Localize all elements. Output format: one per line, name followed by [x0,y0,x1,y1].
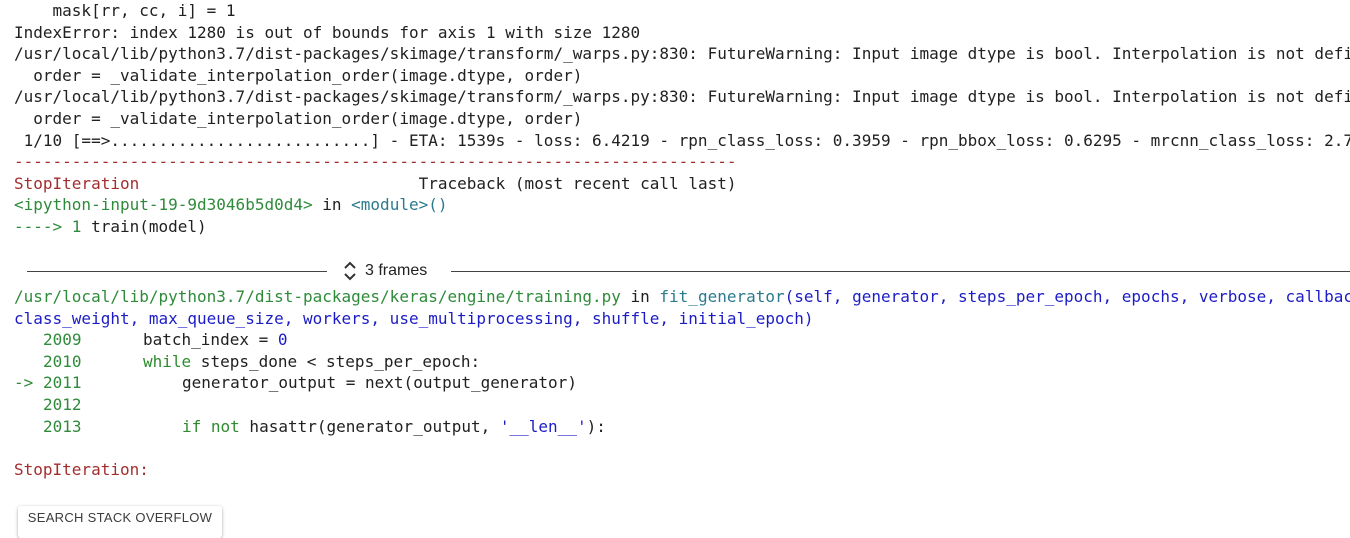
line-arrow [14,416,43,438]
frame-file-path: /usr/local/lib/python3.7/dist-packages/k… [14,287,621,306]
line-number: 2011 [43,373,82,393]
cell-output: mask[rr, cc, i] = 1 IndexError: index 12… [14,0,1350,238]
output-line-warning: /usr/local/lib/python3.7/dist-packages/s… [14,87,1350,107]
module-reference: <module>() [351,195,448,215]
blank-line [14,437,1350,459]
traceback-separator: ----------------------------------------… [14,152,737,172]
code-text: batch_index = [143,330,278,350]
traceback-title: Traceback (most recent call last) [418,173,737,193]
output-line-warning: /usr/local/lib/python3.7/dist-packages/s… [14,44,1350,64]
code-text: hasattr(generator_output, [239,416,500,436]
code-text: steps_done < steps_per_epoch: [191,351,481,371]
code-line: 2009 batch_index = 0 [14,329,1350,351]
output-line-index-error: IndexError: index 1280 is out of bounds … [14,22,641,42]
divider-line-right [451,271,1350,272]
line-source: while steps_done < steps_per_epoch: [143,351,1350,373]
traceback-call-line: ----> 1 train(model) [14,216,1350,238]
divider-line-left [27,271,327,272]
output-line: mask[rr, cc, i] = 1 [14,1,236,20]
output-line: order = _validate_interpolation_order(im… [14,65,583,85]
code-number: 0 [277,330,288,350]
frame-function: fit_generator [659,287,785,306]
traceback-header: StopIteration Traceback (most recent cal… [14,173,1350,195]
frame-signature-continued: class_weight, max_queue_size, workers, u… [14,308,814,328]
call-arrow: ----> 1 [14,216,92,236]
in-word: in [312,195,352,215]
line-source: if not hasattr(generator_output, '__len_… [143,416,1350,438]
line-source: batch_index = 0 [143,329,1350,351]
unfold-icon [343,260,357,282]
code-line: 2013 if not hasattr(generator_output, '_… [14,416,1350,438]
code-line-current: -> 2011 generator_output = next(output_g… [14,372,1350,394]
final-error: StopIteration: [14,459,149,479]
search-stack-overflow-button[interactable]: SEARCH STACK OVERFLOW [18,506,222,538]
traceback-frame: /usr/local/lib/python3.7/dist-packages/k… [14,286,1350,480]
in-word: in [620,287,660,306]
code-keyword: if not [182,416,240,436]
error-name: StopIteration [14,173,140,193]
line-arrow: -> [14,373,43,393]
call-code: train(model) [91,216,207,236]
progress-line: 1/10 [==>...........................] - … [14,130,1350,150]
code-line: 2010 while steps_done < steps_per_epoch: [14,351,1350,373]
frames-label: 3 frames [365,262,428,279]
code-string: '__len__' [499,416,587,436]
header-padding [139,174,418,193]
line-number: 2010 [43,351,82,371]
input-reference: <ipython-input-19-9d3046b5d0d4> [14,195,313,215]
frame-header: /usr/local/lib/python3.7/dist-packages/k… [14,286,1350,308]
line-number: 2009 [43,330,82,350]
traceback-input-line: <ipython-input-19-9d3046b5d0d4> in <modu… [14,194,1350,216]
code-line: 2012 [14,394,1350,416]
frame-signature: (self, generator, steps_per_epoch, epoch… [784,287,1350,306]
line-number: 2012 [43,394,82,414]
line-source: generator_output = next(output_generator… [143,372,1350,394]
code-text: ): [586,416,606,436]
output-line: order = _validate_interpolation_order(im… [14,108,583,128]
frames-divider: 3 frames [27,258,1350,284]
line-source [143,394,1350,416]
line-arrow [14,394,43,416]
code-keyword: while [143,351,192,371]
line-number: 2013 [43,416,82,436]
code-text: generator_output = next(output_generator… [182,373,577,393]
line-arrow [14,329,43,351]
line-arrow [14,351,43,373]
frames-toggle-button[interactable]: 3 frames [343,258,427,284]
